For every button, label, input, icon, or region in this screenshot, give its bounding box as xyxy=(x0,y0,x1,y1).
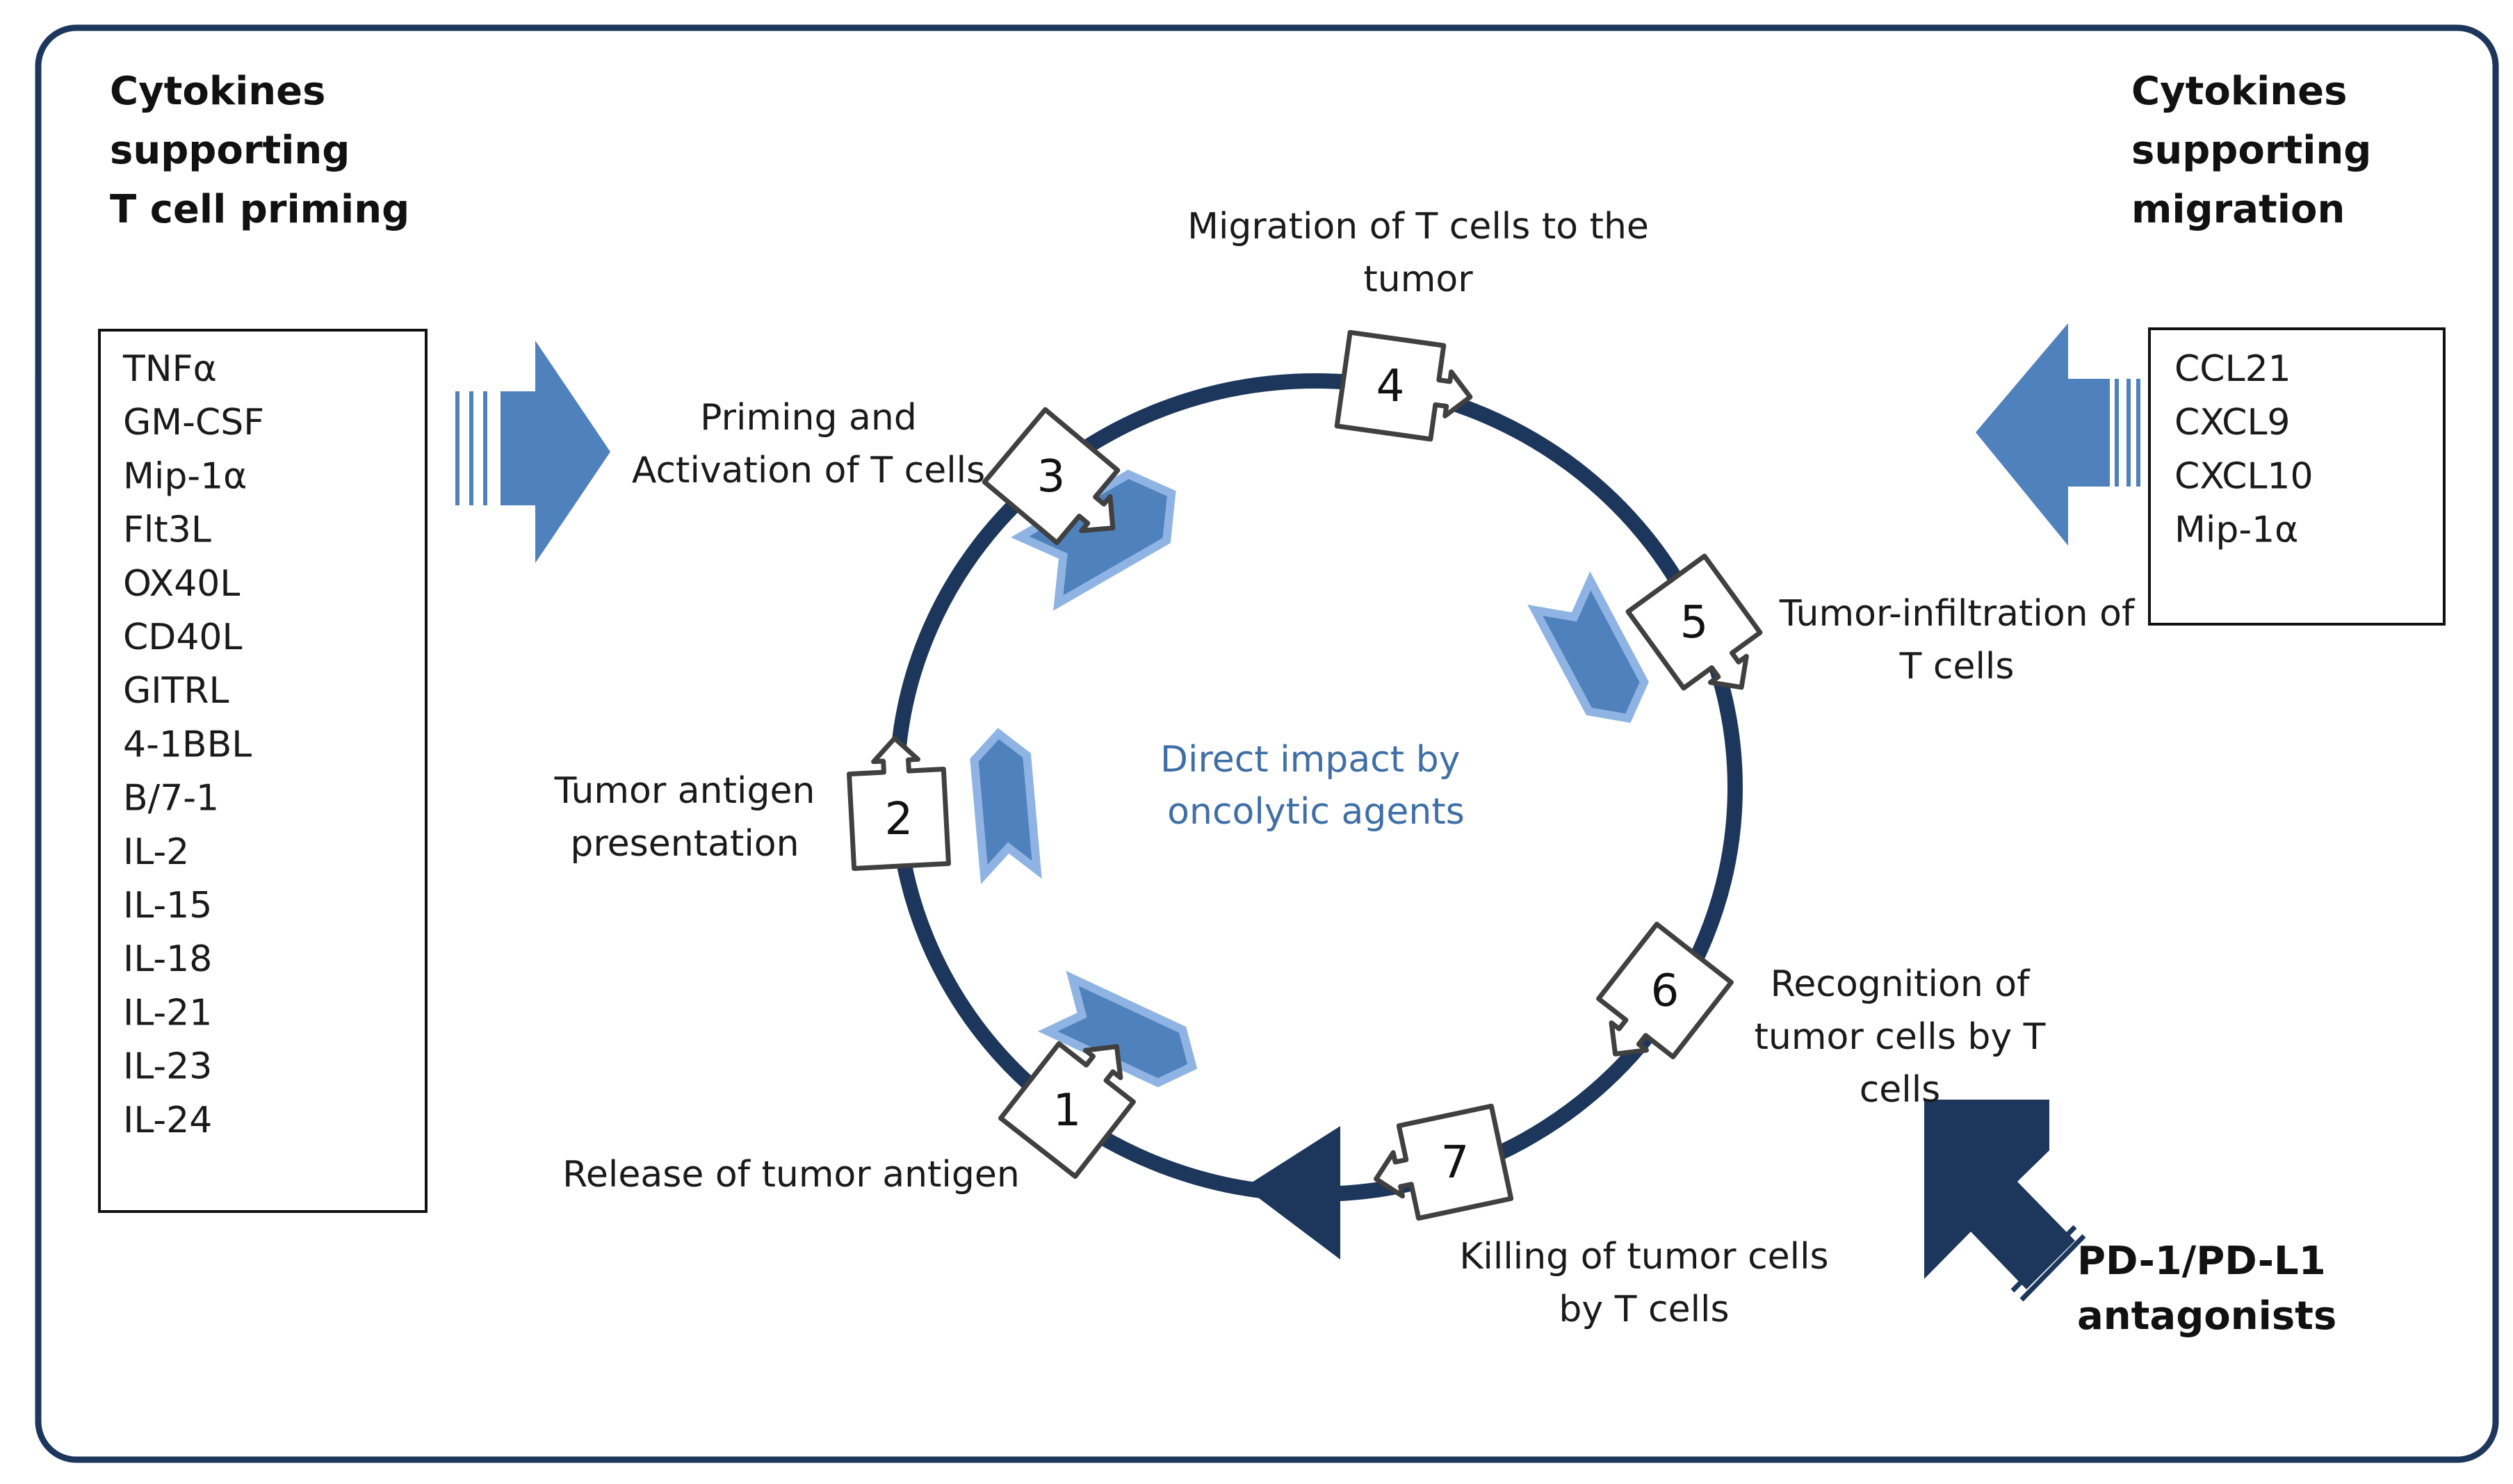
left-list-item: Flt3L xyxy=(123,509,211,551)
left-list-item: IL-2 xyxy=(123,831,189,873)
oncolytic-chevron-3 xyxy=(1011,469,1176,611)
right-heading: Cytokines supporting migration xyxy=(2131,69,2385,232)
left-heading: Cytokines supporting T cell priming xyxy=(110,69,409,232)
left-heading-line: Cytokines xyxy=(110,69,325,114)
step-box-shape xyxy=(1625,553,1763,691)
step-label-1: Release of tumor antigen xyxy=(562,1154,1020,1196)
step-label-line: Recognition of xyxy=(1771,963,2031,1005)
step-box-shape xyxy=(847,735,951,871)
step-box-shape xyxy=(1596,922,1734,1059)
step-label-line: Tumor antigen xyxy=(554,770,815,812)
right-input-arrow xyxy=(1976,323,2140,546)
step-box-3: 3 xyxy=(982,407,1121,546)
step-label-line: tumor cells by T xyxy=(1755,1016,2046,1058)
step-label-6: Recognition of tumor cells by T cells xyxy=(1755,963,2046,1111)
step-label-7: Killing of tumor cells by T cells xyxy=(1459,1236,1828,1330)
right-list-box xyxy=(2148,327,2446,626)
step-box-shape xyxy=(1374,1103,1514,1221)
step-label-2: Tumor antigen presentation xyxy=(554,770,815,865)
step-number: 1 xyxy=(1053,1085,1082,1136)
step-box-2: 2 xyxy=(847,735,951,871)
left-list-item: GM-CSF xyxy=(123,402,264,443)
step-number: 6 xyxy=(1651,965,1680,1017)
center-label-line: oncolytic agents xyxy=(1167,791,1465,833)
left-list-item: Mip-1α xyxy=(123,455,247,497)
step-number: 3 xyxy=(1037,451,1066,503)
outer-frame xyxy=(35,24,2499,1463)
step-boxes: 1 2 3 4 5 6 7 xyxy=(847,329,1763,1221)
oncolytic-chevron-1 xyxy=(1037,970,1198,1088)
step-label-line: by T cells xyxy=(1559,1289,1729,1330)
right-list-item: CXCL10 xyxy=(2174,455,2313,497)
step-box-6: 6 xyxy=(1596,922,1734,1059)
center-label: Direct impact by oncolytic agents xyxy=(1160,739,1472,833)
right-heading-line: Cytokines xyxy=(2131,69,2347,114)
left-list-item: IL-15 xyxy=(123,885,212,927)
right-list-item: CCL21 xyxy=(2174,348,2291,390)
left-list-item: IL-24 xyxy=(123,1100,212,1141)
center-label-line: Direct impact by xyxy=(1160,739,1461,781)
step-number: 2 xyxy=(885,794,913,845)
step-label-line: Activation of T cells xyxy=(632,450,985,491)
step-label-line: T cells xyxy=(1899,646,2015,687)
left-list-item: B/7-1 xyxy=(123,778,219,820)
right-heading-line: migration xyxy=(2131,187,2345,232)
antagonist-arrow xyxy=(1924,1100,2086,1302)
step-box-5: 5 xyxy=(1625,553,1763,691)
step-label-line: Release of tumor antigen xyxy=(562,1154,1020,1196)
step-label-line: Tumor-infiltration of xyxy=(1779,593,2136,635)
step-number: 5 xyxy=(1680,597,1709,649)
step-label-line: Killing of tumor cells xyxy=(1459,1236,1828,1278)
step-box-shape xyxy=(982,407,1121,546)
step-box-shape xyxy=(998,1041,1136,1179)
left-heading-line: T cell priming xyxy=(110,187,409,232)
left-list-item: CD40L xyxy=(123,617,243,658)
right-heading-line: supporting xyxy=(2131,128,2371,173)
left-input-arrow xyxy=(455,341,610,563)
step-label-4: Migration of T cells to the tumor xyxy=(1187,206,1649,300)
step-label-line: presentation xyxy=(570,823,799,865)
left-list-item: IL-18 xyxy=(123,938,212,980)
left-list-item: 4-1BBL xyxy=(123,724,252,765)
right-list-item: CXCL9 xyxy=(2174,402,2291,443)
cycle-direction-arrowhead xyxy=(1244,1126,1340,1259)
left-list-item: GITRL xyxy=(123,670,229,712)
step-label-line: cells xyxy=(1860,1069,1941,1111)
right-list-item: Mip-1α xyxy=(2174,509,2298,551)
oncolytic-chevron-2 xyxy=(970,728,1042,885)
antagonist-label-line: PD-1/PD-L1 xyxy=(2077,1239,2326,1284)
step-label-line: tumor xyxy=(1363,259,1473,300)
step-number: 4 xyxy=(1376,361,1405,412)
step-box-1: 1 xyxy=(998,1041,1136,1179)
oncolytic-chevron-5 xyxy=(1527,571,1649,724)
antagonist-label: PD-1/PD-L1 antagonists xyxy=(2077,1239,2339,1339)
step-number: 7 xyxy=(1441,1137,1470,1189)
step-label-line: Priming and xyxy=(700,397,917,439)
step-labels: Release of tumor antigen Tumor antigen pre… xyxy=(554,206,2136,1330)
step-box-4: 4 xyxy=(1334,329,1473,442)
step-box-7: 7 xyxy=(1374,1103,1514,1221)
step-box-shape xyxy=(1334,329,1473,442)
left-list-item: TNFα xyxy=(122,348,217,390)
left-list-box xyxy=(98,329,428,1213)
left-list-item: IL-23 xyxy=(123,1046,212,1088)
step-label-5: Tumor-infiltration of T cells xyxy=(1779,593,2136,687)
left-list-item: IL-21 xyxy=(123,992,212,1034)
antagonist-label-line: antagonists xyxy=(2077,1294,2336,1339)
step-label-line: Migration of T cells to the xyxy=(1187,206,1649,247)
left-heading-line: supporting xyxy=(110,128,350,173)
left-list-item: OX40L xyxy=(123,563,240,605)
